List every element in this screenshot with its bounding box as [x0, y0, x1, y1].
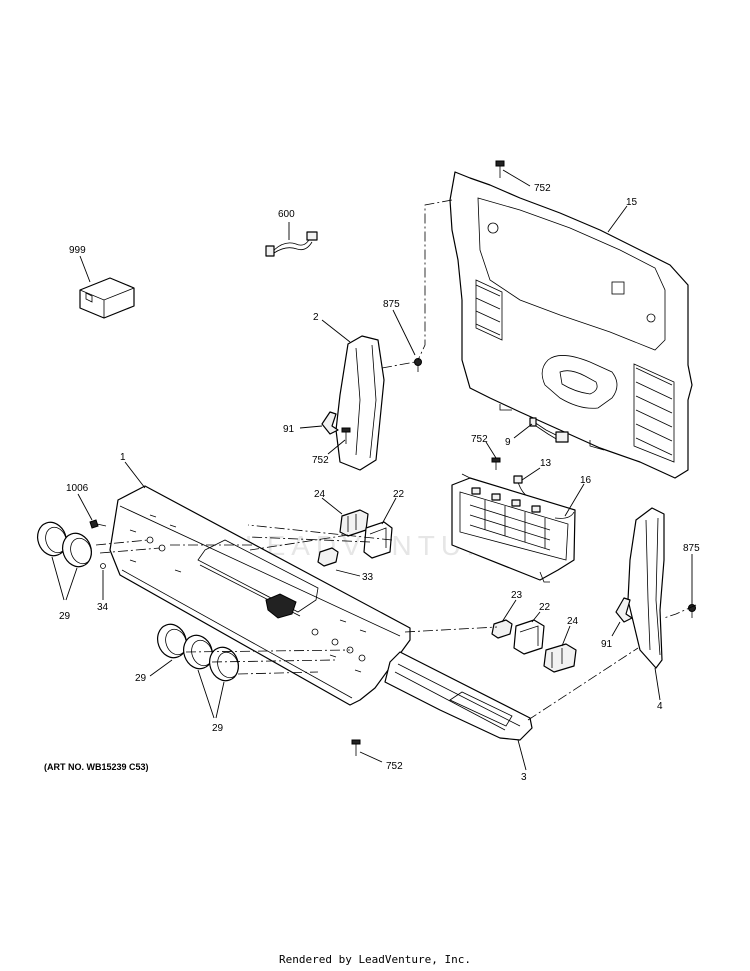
callout-15: 15: [626, 197, 638, 208]
bracket-part-91-left[interactable]: [321, 411, 339, 435]
screw-part-752-bottom[interactable]: [351, 739, 361, 756]
assembly-lines: [95, 199, 697, 721]
callout-999: 999: [69, 245, 86, 256]
callout-24-lower: 24: [567, 616, 579, 627]
knob-part-29-upper-left-1[interactable]: [33, 518, 71, 560]
bracket-part-91-right[interactable]: [615, 597, 633, 623]
callout-24-upper: 24: [314, 489, 326, 500]
callout-23: 23: [511, 590, 523, 601]
bottom-trim-part-3[interactable]: [384, 651, 533, 741]
control-board-part-16[interactable]: [451, 473, 576, 583]
knob-spring-part-34[interactable]: [100, 563, 106, 569]
callout-numbers: 752 15 600 999 875 2 91 752 752 9 13 16 …: [59, 183, 700, 783]
callout-16: 16: [580, 475, 592, 486]
screw-part-875-upper[interactable]: [414, 358, 422, 373]
switch-part-33[interactable]: [317, 547, 339, 567]
callout-2: 2: [313, 312, 319, 323]
callout-13: 13: [540, 458, 552, 469]
screw-part-752-top[interactable]: [495, 160, 505, 178]
wire-harness-part-9[interactable]: [529, 417, 569, 443]
callout-29-lower-right: 29: [212, 723, 224, 734]
callout-22-upper: 22: [393, 489, 405, 500]
infinite-switch-part-24-lower[interactable]: [543, 643, 577, 673]
art-number: (ART NO. WB15239 C53): [44, 762, 149, 772]
callout-4: 4: [657, 701, 663, 712]
callout-29-lower-left: 29: [135, 673, 147, 684]
side-trim-left-part-2[interactable]: [335, 335, 385, 471]
knob-part-29-upper-left-2[interactable]: [58, 529, 96, 571]
screw-part-752-middle[interactable]: [491, 457, 501, 470]
callout-752-bottom: 752: [386, 761, 403, 772]
callout-22-lower: 22: [539, 602, 551, 613]
knob-part-29-lower-2[interactable]: [179, 631, 217, 673]
rear-panel-part-15[interactable]: [449, 171, 693, 479]
callout-600: 600: [278, 209, 295, 220]
callout-9: 9: [505, 437, 511, 448]
callout-91-right: 91: [601, 639, 613, 650]
callout-875-upper: 875: [383, 299, 400, 310]
callout-29-upper: 29: [59, 611, 71, 622]
callout-1006: 1006: [66, 483, 89, 494]
switch-part-23[interactable]: [491, 619, 513, 639]
footer-credit: Rendered by LeadVenture, Inc.: [278, 953, 472, 966]
screw-part-1006[interactable]: [89, 519, 107, 529]
callout-752-middle: 752: [471, 434, 488, 445]
callout-1: 1: [120, 452, 126, 463]
callout-34: 34: [97, 602, 109, 613]
screw-part-752-left[interactable]: [341, 427, 351, 444]
callout-3: 3: [521, 772, 527, 783]
infinite-switch-part-22-lower[interactable]: [513, 619, 545, 655]
callout-752-left: 752: [312, 455, 329, 466]
leader-lines: [51, 169, 693, 771]
callout-91-left: 91: [283, 424, 295, 435]
literature-box-part-999[interactable]: [79, 277, 135, 319]
callout-752-top: 752: [534, 183, 551, 194]
wire-harness-part-600[interactable]: [265, 231, 318, 257]
knob-part-29-lower-1[interactable]: [153, 620, 191, 662]
callout-875-lower: 875: [683, 543, 700, 554]
infinite-switch-part-22-upper[interactable]: [363, 521, 393, 559]
callout-33: 33: [362, 572, 374, 583]
side-trim-right-part-4[interactable]: [627, 507, 665, 669]
